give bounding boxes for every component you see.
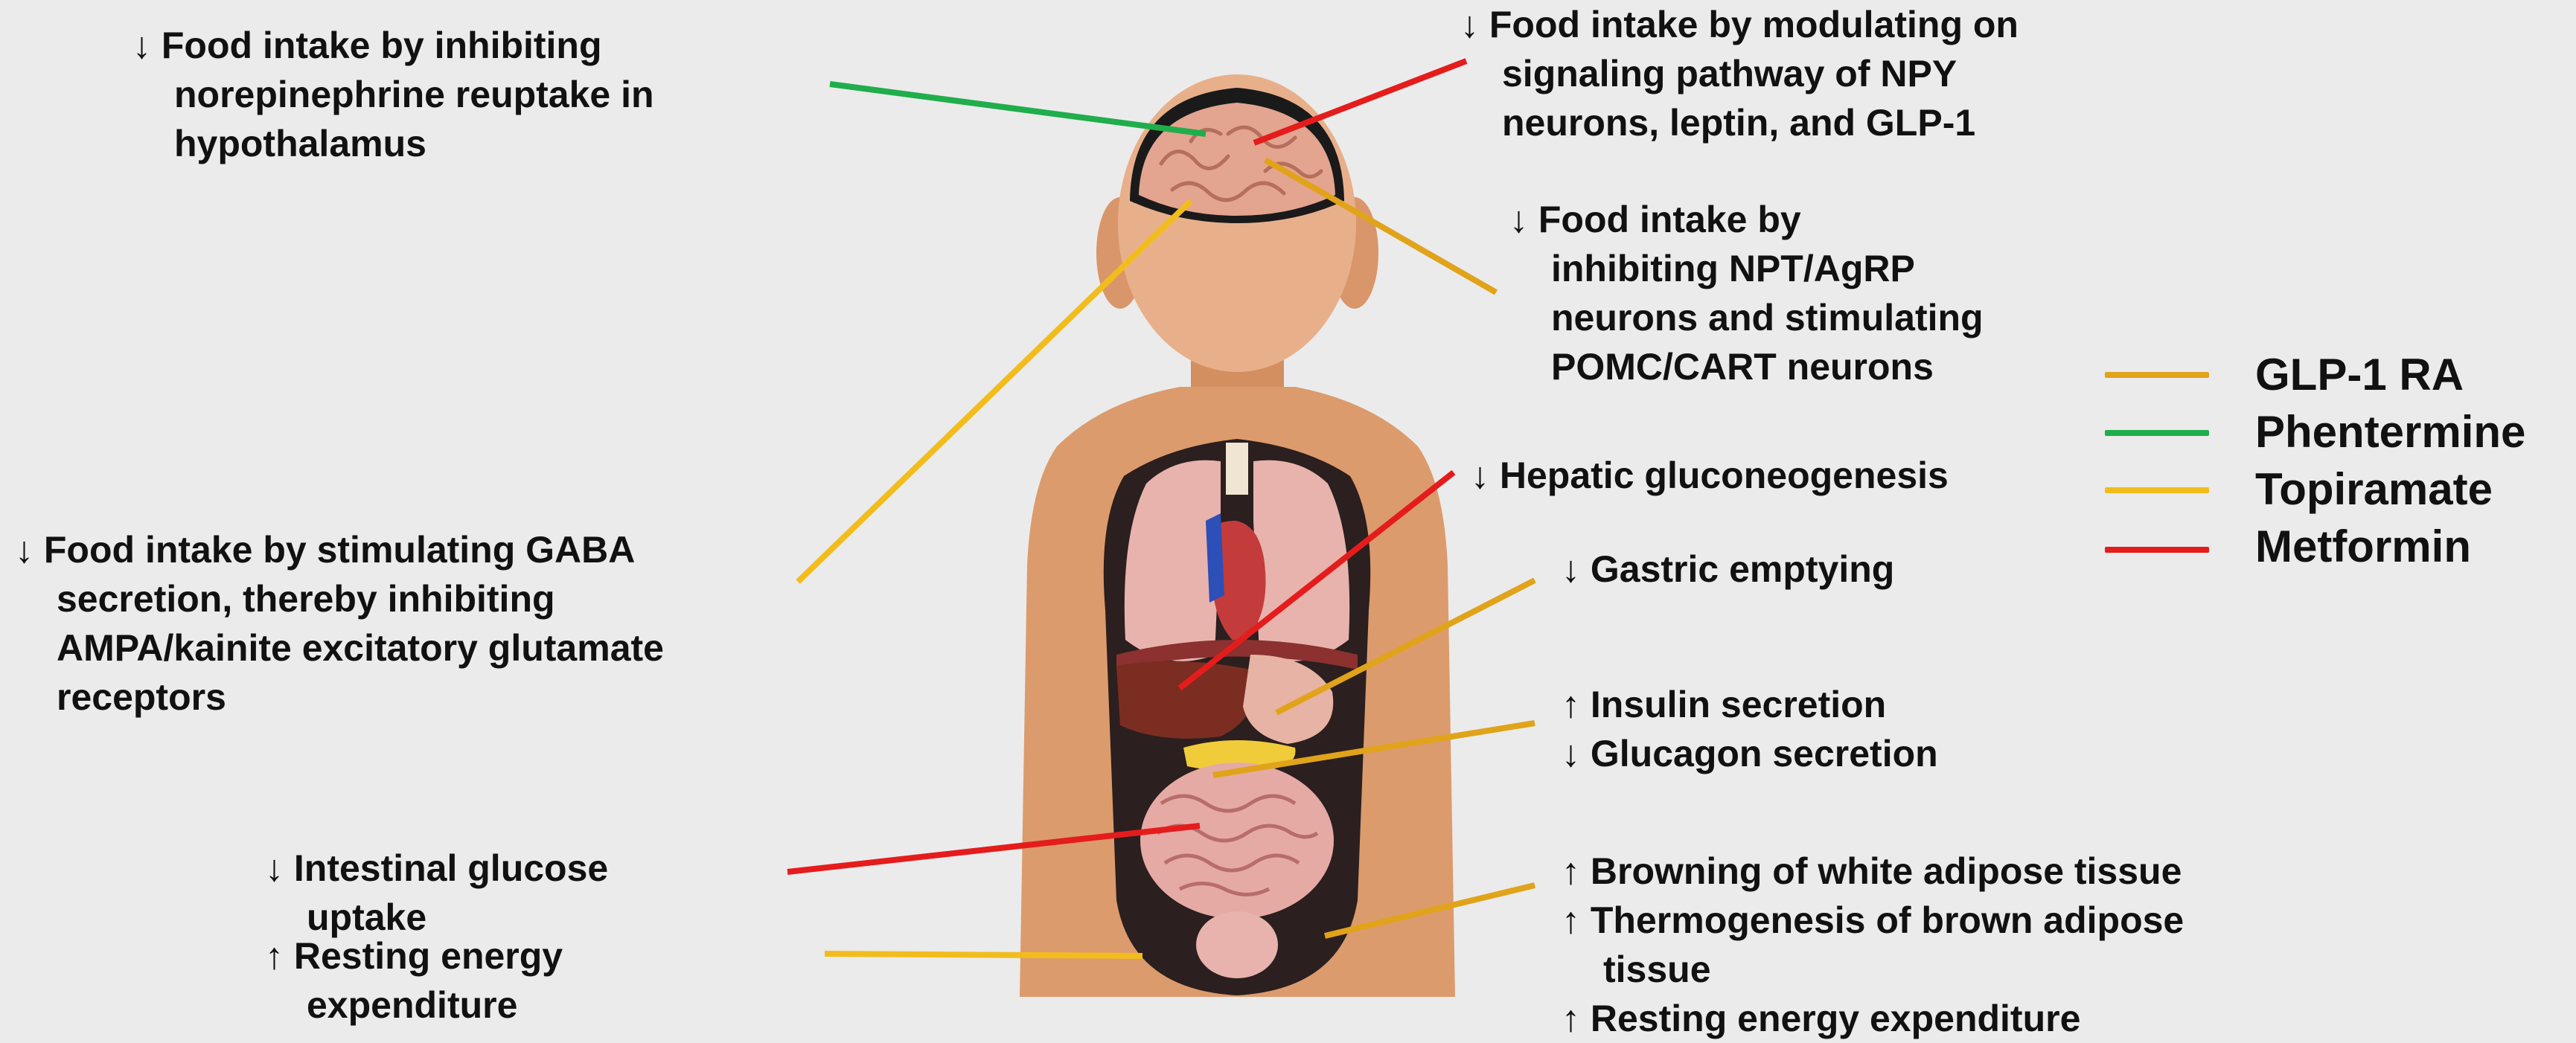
legend-swatch-metformin: [2105, 547, 2209, 553]
annotation-line: neurons and stimulating: [1509, 293, 1984, 342]
topiramate-energy-annotation: ↑ Resting energy expenditure: [265, 931, 563, 1030]
legend-swatch-topiramate: [2105, 487, 2209, 493]
glp1-brain-annotation: ↓ Food intake by inhibiting NPT/AgRP neu…: [1509, 195, 1984, 391]
legend-label-phentermine: Phentermine: [2255, 406, 2525, 458]
phentermine-connector: [830, 84, 1206, 134]
annotation-line: receptors: [15, 673, 664, 722]
phentermine-annotation: ↓ Food intake by inhibiting norepinephri…: [132, 21, 654, 168]
annotation-line: signaling pathway of NPY: [1460, 49, 2019, 98]
annotation-line: ↓ Intestinal glucose: [265, 844, 608, 893]
liver: [1116, 661, 1254, 739]
annotation-line: ↓ Food intake by: [1509, 195, 1984, 244]
annotation-line: norepinephrine reuptake in: [132, 70, 654, 119]
annotation-line: ↑ Thermogenesis of brown adipose: [1562, 896, 2184, 945]
annotation-line: ↓ Glucagon secretion: [1562, 729, 1938, 778]
annotation-line: tissue: [1562, 945, 2184, 994]
legend-label-metformin: Metformin: [2255, 521, 2471, 573]
topiramate-energy-connector: [825, 954, 1142, 956]
annotation-line: inhibiting NPT/AgRP: [1509, 244, 1984, 293]
human-figure: [1020, 74, 1455, 997]
legend-swatch-phentermine: [2105, 430, 2209, 436]
annotation-line: secretion, thereby inhibiting: [15, 574, 664, 623]
annotation-line: ↑ Browning of white adipose tissue: [1562, 847, 2184, 896]
metformin-brain-annotation: ↓ Food intake by modulating on signaling…: [1460, 0, 2019, 147]
annotation-line: expenditure: [265, 981, 563, 1030]
bladder: [1196, 911, 1278, 978]
annotation-line: neurons, leptin, and GLP-1: [1460, 98, 2019, 147]
annotation-line: ↑ Resting energy expenditure: [1562, 994, 2184, 1043]
annotation-line: ↑ Resting energy: [265, 931, 563, 981]
metformin-liver-annotation: ↓ Hepatic gluconeogenesis: [1471, 451, 1949, 500]
annotation-line: hypothalamus: [132, 119, 654, 168]
metformin-intestine-annotation: ↓ Intestinal glucose uptake: [265, 844, 608, 942]
annotation-line: POMC/CART neurons: [1509, 342, 1984, 391]
glp1-adipose-annotation: ↑ Browning of white adipose tissue ↑ The…: [1562, 847, 2184, 1043]
trachea: [1226, 443, 1248, 495]
topiramate-brain-annotation: ↓ Food intake by stimulating GABA secret…: [15, 525, 664, 722]
glp1-pancreas-annotation: ↑ Insulin secretion ↓ Glucagon secretion: [1562, 680, 1938, 778]
annotation-line: ↓ Food intake by stimulating GABA: [15, 525, 664, 574]
annotation-line: ↑ Insulin secretion: [1562, 680, 1938, 729]
annotation-line: ↓ Gastric emptying: [1562, 545, 1894, 594]
glp1-stomach-annotation: ↓ Gastric emptying: [1562, 545, 1894, 594]
annotation-line: ↓ Food intake by modulating on: [1460, 0, 2019, 49]
annotation-line: ↓ Food intake by inhibiting: [132, 21, 654, 70]
legend-label-topiramate: Topiramate: [2255, 463, 2493, 516]
annotation-line: ↓ Hepatic gluconeogenesis: [1471, 451, 1949, 500]
legend-swatch-glp1: [2105, 372, 2209, 378]
legend-label-glp1: GLP-1 RA: [2255, 349, 2464, 401]
annotation-line: AMPA/kainite excitatory glutamate: [15, 623, 664, 673]
